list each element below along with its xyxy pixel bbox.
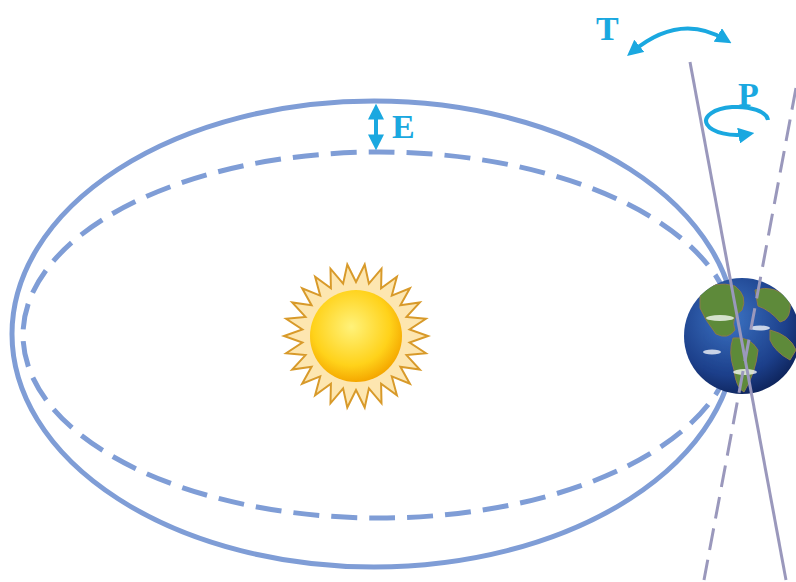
eccentricity-arrow [374,110,378,144]
tilt-arrow [632,28,726,52]
tilt-label: T [596,12,619,46]
sun [284,265,428,408]
orbit-high-eccentricity [12,101,736,567]
orbit-low-eccentricity [23,152,735,518]
eccentricity-label: E [392,110,415,144]
precession-label: P [738,78,759,112]
earth-clouds [703,315,770,375]
rotation-axis [690,62,786,580]
sun-corona [284,265,428,408]
rotation-axis-shifted [704,88,796,580]
sun-disk [310,290,402,382]
